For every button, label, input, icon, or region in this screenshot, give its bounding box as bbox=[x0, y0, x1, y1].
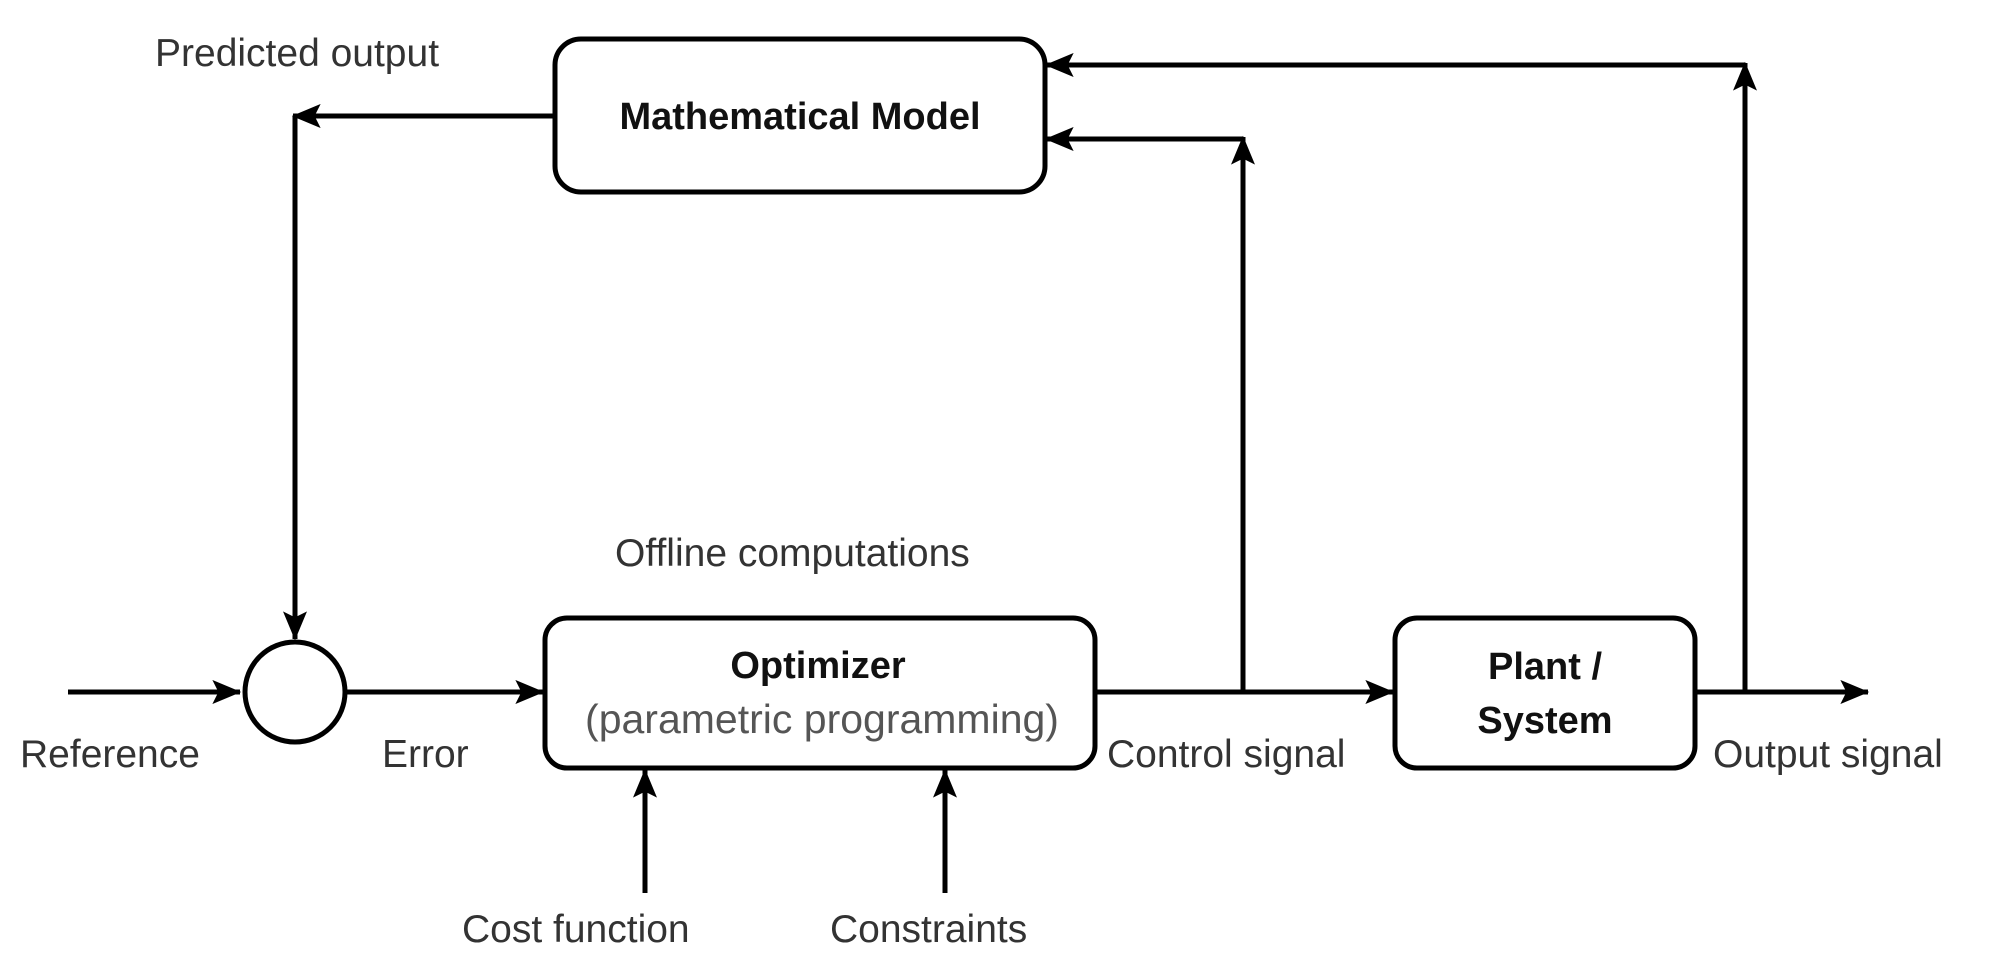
signal-labels: Predicted output Offline computations Re… bbox=[20, 32, 1943, 951]
summing-junction bbox=[242, 639, 348, 745]
plant-label-line2: System bbox=[1477, 700, 1612, 742]
plant-label-line1: Plant / bbox=[1488, 646, 1602, 688]
optimizer-block: Optimizer (parametric programming) bbox=[542, 615, 1098, 771]
cost-function-label: Cost function bbox=[462, 908, 690, 951]
mathematical-model-block: Mathematical Model bbox=[552, 36, 1048, 195]
control-signal-label: Control signal bbox=[1107, 733, 1345, 776]
offline-computations-label: Offline computations bbox=[615, 532, 970, 575]
predicted-output-label: Predicted output bbox=[155, 32, 439, 75]
error-label: Error bbox=[382, 733, 469, 776]
output-signal-label: Output signal bbox=[1713, 733, 1943, 776]
optimizer-subtitle: (parametric programming) bbox=[585, 696, 1059, 742]
constraints-label: Constraints bbox=[830, 908, 1027, 951]
connectors bbox=[68, 52, 1870, 893]
plant-system-block: Plant / System bbox=[1392, 615, 1698, 771]
mathematical-model-label: Mathematical Model bbox=[619, 96, 980, 138]
reference-label: Reference bbox=[20, 733, 200, 776]
optimizer-title: Optimizer bbox=[730, 645, 905, 687]
